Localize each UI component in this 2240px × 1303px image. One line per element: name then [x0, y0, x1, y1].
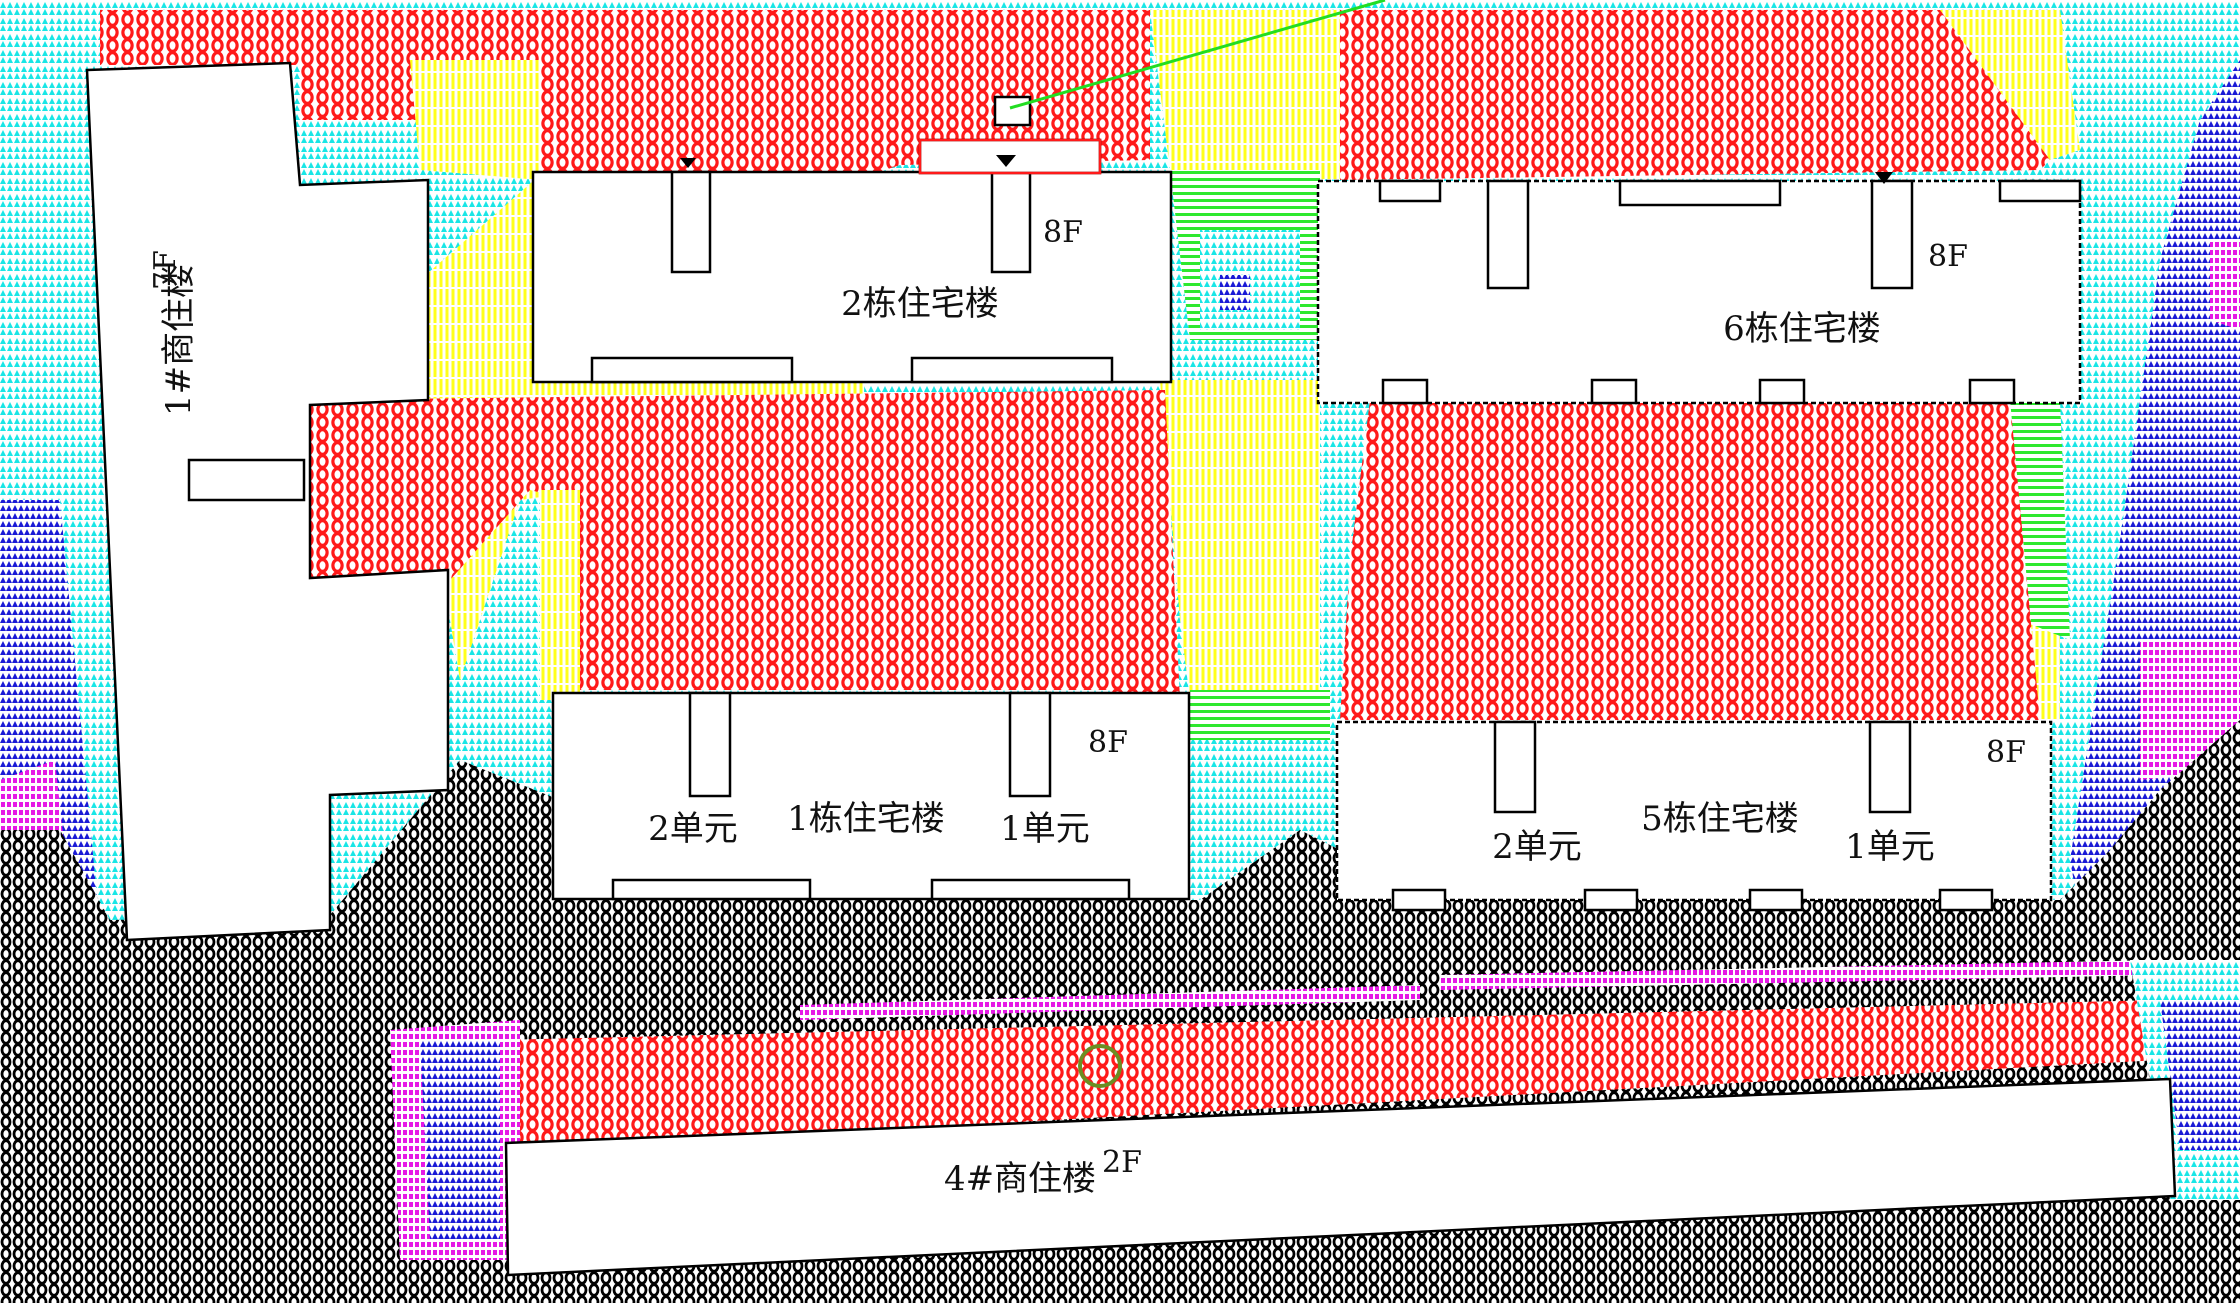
marker-circle [1078, 1044, 1122, 1088]
building-5-floors: 8F [1986, 735, 2026, 770]
building-2-label: 2栋住宅楼 [841, 284, 999, 324]
building-5[interactable] [1335, 720, 2053, 902]
building-1-unit-2-label: 2单元 [648, 809, 738, 849]
leader-line [1009, 0, 1386, 110]
building-1-residential-label: 1栋住宅楼 [787, 799, 945, 839]
building-1-residential-floors: 8F [1088, 725, 1128, 760]
building-2[interactable] [531, 170, 1173, 384]
zone-4h-bottom-left [420, 1040, 500, 1240]
building-4-commercial-label: 4#商住楼 [944, 1159, 1096, 1199]
zone-0h-center-right [1340, 400, 2040, 720]
building-1-wing [187, 458, 306, 502]
highlight-entrance [918, 138, 1102, 175]
zone-4h-center [1220, 275, 1250, 310]
buildings-layer [85, 61, 2177, 1277]
zone-1h-yellow-a [410, 60, 540, 180]
building-5-unit-1-label: 1单元 [1845, 827, 1935, 867]
zone-1h-yellow-c [1940, 10, 2080, 160]
building-4-commercial-floors: 2F [1102, 1145, 1142, 1180]
building-1-unit-1-label: 1单元 [1000, 809, 1090, 849]
building-6[interactable] [1316, 179, 2082, 405]
zone-1h-yellow-gap [540, 490, 580, 700]
building-1-commercial-label: 1#商住楼 [159, 264, 199, 416]
zone-0h-top-left [100, 10, 1150, 175]
zone-2h-green-c [1190, 690, 1330, 740]
stairwell-layer [590, 95, 2082, 912]
building-1-residential[interactable] [551, 691, 1191, 901]
zone-1h-yellow-center [1160, 380, 1320, 700]
building-5-unit-2-label: 2单元 [1492, 827, 1582, 867]
building-6-label: 6栋住宅楼 [1723, 309, 1881, 349]
zone-0h-bottom-strip [500, 1000, 2160, 1150]
labels-layer: 1#商住楼 7F 2栋住宅楼 8F 6栋住宅楼 8F 1栋住宅楼 8F 2单元 … [148, 215, 2026, 1199]
zone-5h-bottom-band-a [800, 985, 1420, 1020]
entrance-marker-icon-3 [1875, 172, 1893, 184]
building-1-commercial-floors: 7F [148, 250, 183, 290]
zone-4h-bottom-right [2160, 1000, 2240, 1150]
zone-0h-top-right [1340, 10, 2070, 180]
zone-5h-bottom-band-b [1440, 960, 2160, 990]
building-2-floors: 8F [1043, 215, 1083, 250]
building-5-label: 5栋住宅楼 [1641, 799, 1799, 839]
zone-0h-center-left [310, 390, 1180, 700]
building-6-floors: 8F [1928, 239, 1968, 274]
zone-5h-right-top [2210, 240, 2240, 330]
building-4-commercial[interactable] [504, 1077, 2177, 1277]
zone-1h-yellow-b [1150, 10, 1340, 180]
entrance-marker-icon-2 [680, 158, 696, 168]
entrance-marker-icon [996, 155, 1016, 167]
building-1-commercial[interactable] [85, 61, 450, 942]
